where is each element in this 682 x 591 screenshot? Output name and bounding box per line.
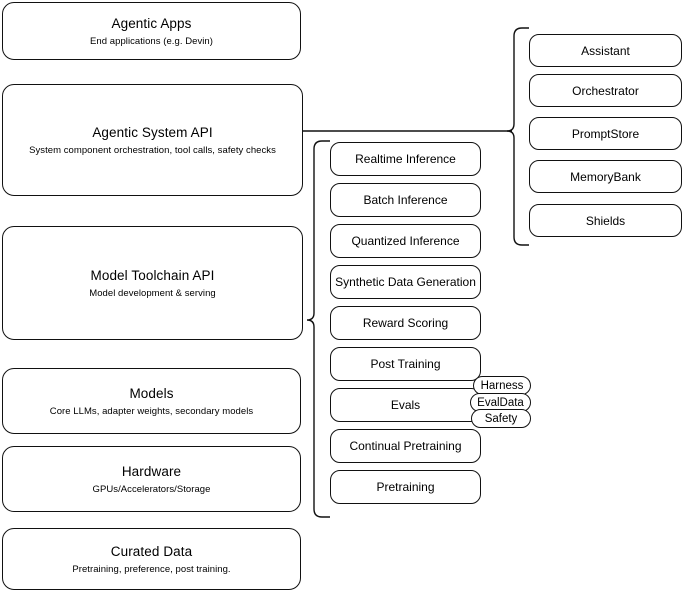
system-item-label: Shields [585, 213, 626, 228]
layer-model-toolchain-api[interactable]: Model Toolchain API Model development & … [2, 226, 303, 340]
layer-title: Curated Data [110, 543, 193, 559]
layer-subtitle: Pretraining, preference, post training. [72, 563, 231, 575]
layer-title: Agentic System API [92, 124, 213, 140]
brace-system [506, 27, 529, 246]
toolchain-item-realtime-inference[interactable]: Realtime Inference [330, 142, 481, 176]
layer-agentic-apps[interactable]: Agentic Apps End applications (e.g. Devi… [2, 2, 301, 60]
toolchain-item-label: Post Training [370, 357, 441, 371]
layer-title: Agentic Apps [111, 15, 192, 31]
layer-subtitle: System component orchestration, tool cal… [29, 144, 276, 156]
system-item-promptstore[interactable]: PromptStore [529, 117, 682, 150]
toolchain-item-batch-inference[interactable]: Batch Inference [330, 183, 481, 217]
toolchain-item-continual-pretraining[interactable]: Continual Pretraining [330, 429, 481, 463]
toolchain-item-label: Realtime Inference [355, 152, 456, 166]
system-item-shields[interactable]: Shields [529, 204, 682, 237]
system-item-label: Orchestrator [572, 83, 639, 98]
system-item-memorybank[interactable]: MemoryBank [529, 160, 682, 193]
layer-hardware[interactable]: Hardware GPUs/Accelerators/Storage [2, 446, 301, 512]
layer-agentic-system-api[interactable]: Agentic System API System component orch… [2, 84, 303, 196]
system-item-assistant[interactable]: Assistant [529, 34, 682, 67]
system-item-orchestrator[interactable]: Orchestrator [529, 74, 682, 107]
layer-models[interactable]: Models Core LLMs, adapter weights, secon… [2, 368, 301, 434]
toolchain-item-reward-scoring[interactable]: Reward Scoring [330, 306, 481, 340]
layer-subtitle: GPUs/Accelerators/Storage [92, 483, 211, 495]
layer-subtitle: End applications (e.g. Devin) [90, 35, 213, 47]
toolchain-item-evals[interactable]: Evals [330, 388, 481, 422]
layer-curated-data[interactable]: Curated Data Pretraining, preference, po… [2, 528, 301, 590]
layer-subtitle: Model development & serving [89, 287, 216, 299]
toolchain-item-label: Evals [390, 398, 421, 412]
toolchain-item-label: Pretraining [376, 480, 435, 494]
system-item-label: Assistant [581, 43, 630, 58]
toolchain-item-post-training[interactable]: Post Training [330, 347, 481, 381]
toolchain-item-label: Reward Scoring [362, 316, 449, 330]
layer-subtitle: Core LLMs, adapter weights, secondary mo… [49, 405, 254, 417]
toolchain-item-label: Batch Inference [363, 193, 448, 207]
brace-toolchain [306, 140, 330, 518]
eval-pill-label: EvalData [477, 396, 524, 409]
toolchain-item-quantized-inference[interactable]: Quantized Inference [330, 224, 481, 258]
layer-title: Hardware [121, 463, 182, 479]
eval-pill-safety[interactable]: Safety [471, 409, 531, 428]
toolchain-item-synthetic-data-generation[interactable]: Synthetic Data Generation [330, 265, 481, 299]
toolchain-item-label: Continual Pretraining [349, 439, 462, 453]
toolchain-item-pretraining[interactable]: Pretraining [330, 470, 481, 504]
toolchain-item-label: Synthetic Data Generation [335, 275, 476, 289]
layer-title: Models [129, 385, 174, 401]
layer-title: Model Toolchain API [90, 267, 215, 283]
toolchain-item-label: Quantized Inference [351, 234, 460, 248]
system-item-label: PromptStore [571, 126, 640, 141]
eval-pill-label: Harness [480, 379, 524, 392]
eval-pill-label: Safety [484, 412, 518, 425]
system-item-label: MemoryBank [570, 169, 641, 184]
